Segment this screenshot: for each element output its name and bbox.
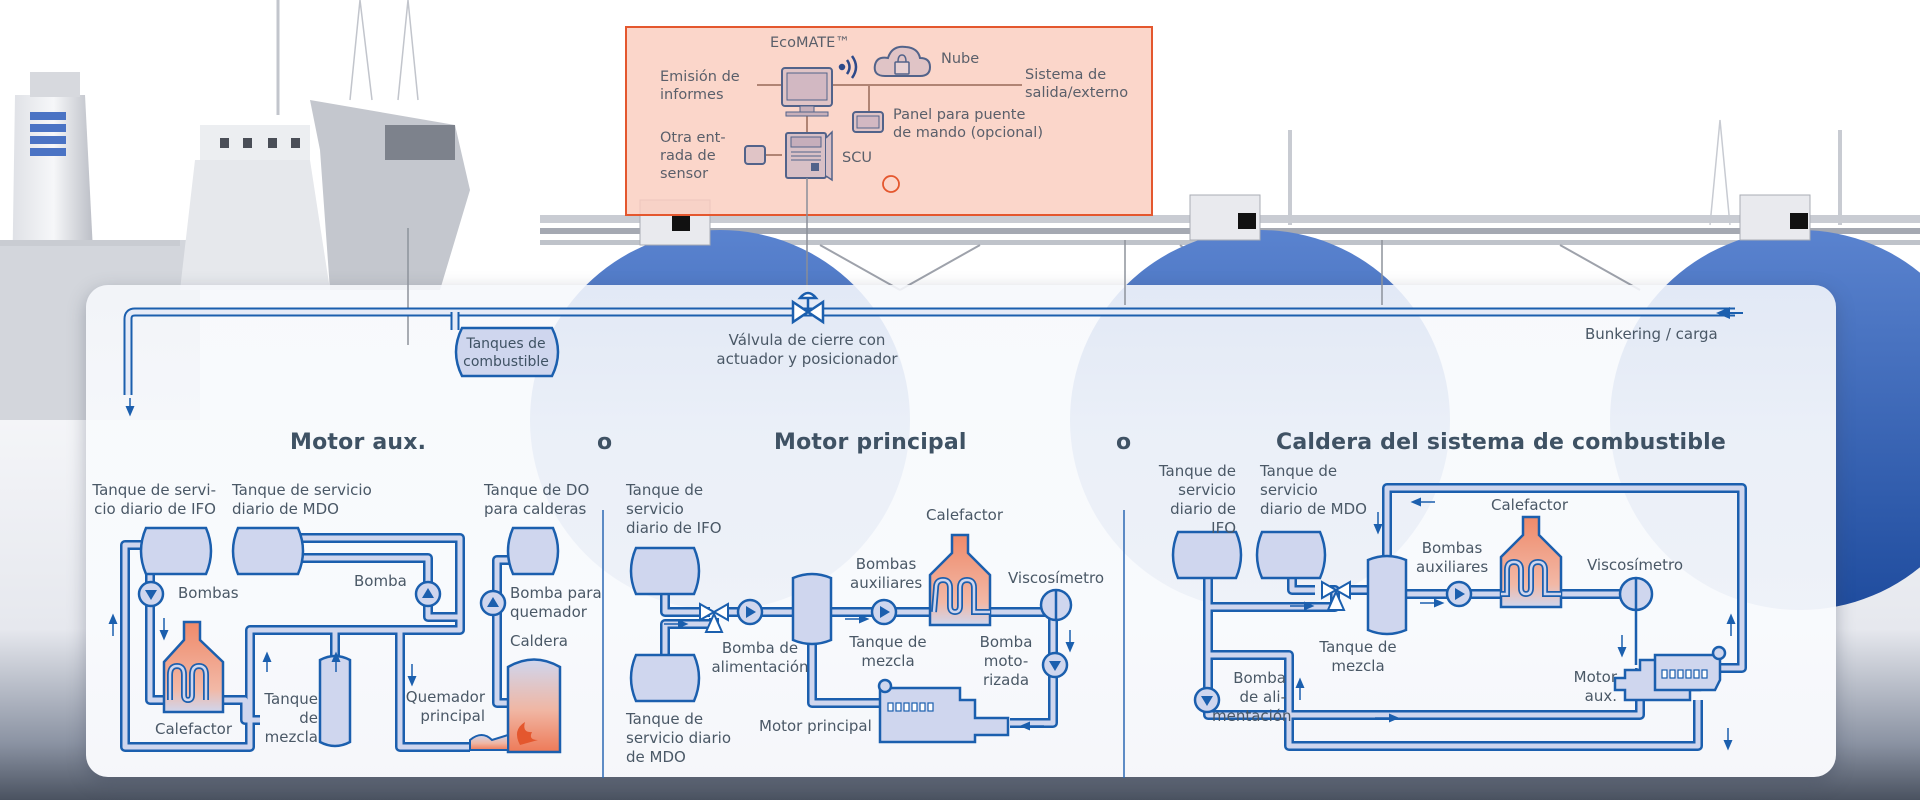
do-tank-icon [506,526,560,576]
heater-icon [162,620,225,714]
label-burner-pump: Bomba para quemador [510,584,602,621]
reporting-label: Emisión de informes [660,69,740,103]
label-mixing-tank: Tanque de mezcla [264,690,318,746]
label-mixing-tank: Tanque de mezcla [849,633,927,670]
label-aux-pumps: Bombas auxiliares [1416,539,1489,576]
pump-icon [137,580,165,608]
ecomate-title: EcoMATE™ [770,35,850,51]
fuel-tanks-icon [454,326,560,378]
ifo-tank-icon [139,526,213,576]
scu-label: SCU [842,150,872,166]
mixing-tank-icon [318,654,352,748]
mixing-tank-icon [1366,554,1408,636]
label-do-tank: Tanque de DO para calderas [484,481,590,518]
bridge-panel-label: Panel para puente de mando (opcional) [893,107,1043,141]
label-viscometer: Viscosímetro [1008,569,1105,587]
label-mdo-tank: Tanque de servicio diario de MDO [1260,462,1367,518]
label-feed-pump: Bomba de ali- mentación [1212,669,1292,725]
motor-pump-icon [1041,651,1069,679]
label-pumps: Bombas [178,584,239,602]
pump-icon [479,589,507,617]
feed-pump-icon [736,598,764,626]
output-system-label: Sistema de salida/externo [1025,67,1129,101]
label-aux-pumps: Bombas auxiliares [850,555,923,592]
label-mixing-tank: Tanque de mezcla [1319,638,1397,675]
boiler-icon [469,658,562,754]
heater-icon [928,533,992,627]
aux-pump-icon [870,598,898,626]
label-viscometer: Viscosímetro [1587,556,1684,574]
mixing-tank-icon [791,572,833,646]
label-aux-engine: Motor aux. [1573,668,1617,705]
scu-cabinet-icon [785,130,833,300]
heading-main-engine: Motor principal [774,430,967,455]
bridge-panel-icon [852,111,884,133]
viscometer-icon [1618,576,1654,665]
label-main-engine: Motor principal [759,717,872,735]
heater-icon [1499,515,1563,609]
label-mdo-tank: Tanque de servicio diario de MDO [626,710,732,766]
three-way-valve-icon [1321,580,1351,611]
ifo-tank-icon [629,546,701,596]
flame-icon [516,722,538,745]
mdo-tank-icon [1255,530,1327,580]
fuel-tanks-label: Tanques de combustible [463,336,549,370]
label-main-burner: Quemador principal [405,688,485,725]
label-ifo-tank: Tanque de servi- cio diario de IFO [92,481,216,518]
sensor-input-label: Otra ent- rada de sensor [660,130,726,182]
hotspot-marker [882,175,900,193]
label-ifo-tank: Tanque de servicio diario de IFO [1158,462,1236,537]
mdo-tank-icon [231,526,305,576]
label-pump: Bomba [354,572,407,590]
ifo-tank-icon [1171,530,1243,580]
heading-aux-engine: Motor aux. [290,430,427,455]
aux-engine-icon [1613,645,1727,702]
or-separator: o [597,430,613,455]
bunkering-label: Bunkering / carga [1585,325,1718,343]
label-heater: Calefactor [1491,496,1569,514]
or-separator: o [1116,430,1132,455]
aux-pump-icon [1445,580,1473,608]
label-motor-pump: Bomba moto- rizada [979,633,1033,689]
heading-fuel-boiler: Caldera del sistema de combustible [1276,430,1727,455]
viscometer-icon [1039,588,1073,622]
monitor-icon [781,67,833,117]
label-mdo-tank: Tanque de servicio diario de MDO [232,481,372,518]
label-feed-pump: Bomba de alimentación [711,639,809,676]
label-heater: Calefactor [926,506,1004,524]
feed-pump-icon [1193,686,1221,714]
shutoff-valve-icon [791,291,825,325]
shutoff-valve-label: Válvula de cierre con actuador y posicio… [716,331,898,368]
wireless-icon [838,55,858,79]
cloud-lock-icon [873,45,932,77]
label-ifo-tank: Tanque de servicio diario de IFO [626,481,722,537]
three-way-valve-icon [699,602,729,633]
mdo-tank-icon [629,653,701,703]
cloud-label: Nube [941,51,980,67]
sensor-icon [744,145,766,165]
main-engine-icon [877,678,1010,744]
main-fuel-pipe [123,307,1735,395]
pump-icon [414,580,442,608]
label-boiler: Caldera [510,632,568,650]
label-heater: Calefactor [155,720,233,738]
